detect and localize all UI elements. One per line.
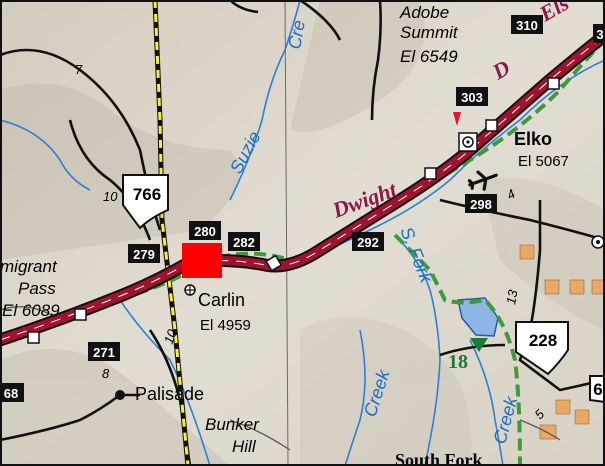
svg-text:766: 766 xyxy=(133,185,161,204)
route-number: 13 xyxy=(503,288,520,306)
reservoir xyxy=(457,297,499,337)
svg-text:Pass: Pass xyxy=(18,279,56,298)
elko-label: Elko xyxy=(514,129,552,149)
airport-icon xyxy=(467,170,498,191)
svg-text:228: 228 xyxy=(529,331,557,350)
carlin-elevation: El 4959 xyxy=(200,317,251,334)
exit-68: 68 xyxy=(4,386,18,401)
target-icon xyxy=(458,132,478,152)
state-route-6-shield: 6 xyxy=(589,375,605,404)
state-route-228-shield: 228 xyxy=(515,321,569,376)
interchange-markers xyxy=(27,77,560,344)
trail-marker-18: 18 xyxy=(448,351,468,373)
svg-text:El 6089: El 6089 xyxy=(2,301,60,320)
svg-text:Hill: Hill xyxy=(232,437,257,456)
target-icon xyxy=(591,235,605,249)
exit-280: 280 xyxy=(194,224,216,239)
interstate-80 xyxy=(0,29,605,347)
svg-text:migrant: migrant xyxy=(0,257,58,276)
elko-elevation: El 5067 xyxy=(518,153,569,170)
trail-south-fork xyxy=(393,233,522,466)
exit-310: 310 xyxy=(516,18,538,33)
route-number: 8 xyxy=(102,366,110,381)
svg-text:6: 6 xyxy=(593,380,602,399)
carlin-label: Carlin xyxy=(198,290,245,310)
county-line xyxy=(284,0,289,466)
adobe-summit-label: Adobe Summit El 6549 xyxy=(399,3,459,66)
exit-282: 282 xyxy=(233,235,255,250)
carlin-town-marker[interactable] xyxy=(182,243,222,278)
svg-text:Bunker: Bunker xyxy=(205,415,260,434)
exit-292: 292 xyxy=(357,235,379,250)
palisade-dot xyxy=(115,390,125,400)
state-route-766-shield: 766 xyxy=(122,174,169,230)
route-number: 7 xyxy=(75,62,83,77)
exit-271: 271 xyxy=(93,345,115,360)
railroad xyxy=(152,0,191,466)
route-number: 10 xyxy=(161,327,180,346)
emigrant-pass-label: migrant Pass El 6089 xyxy=(0,257,60,320)
south-fork-label: South Fork xyxy=(395,450,483,466)
exit-279: 279 xyxy=(133,247,155,262)
svg-text:Summit: Summit xyxy=(400,23,459,42)
route-number: 10 xyxy=(103,189,118,204)
exit-3: 3 xyxy=(596,27,603,42)
svg-text:El 6549: El 6549 xyxy=(400,47,458,66)
svg-text:Adobe: Adobe xyxy=(399,3,449,22)
creek-top-label: Cre xyxy=(284,19,309,51)
exit-triangle-icon xyxy=(453,112,461,126)
exit-303: 303 xyxy=(461,90,483,105)
exit-298: 298 xyxy=(470,197,492,212)
bunker-hill-label: Bunker Hill xyxy=(205,415,260,456)
palisade-label: Palisade xyxy=(135,384,204,404)
exit-number-boxes xyxy=(0,15,605,402)
urban-area xyxy=(519,244,605,440)
target-icon xyxy=(184,284,196,296)
campground-triangle-icon xyxy=(470,338,488,352)
